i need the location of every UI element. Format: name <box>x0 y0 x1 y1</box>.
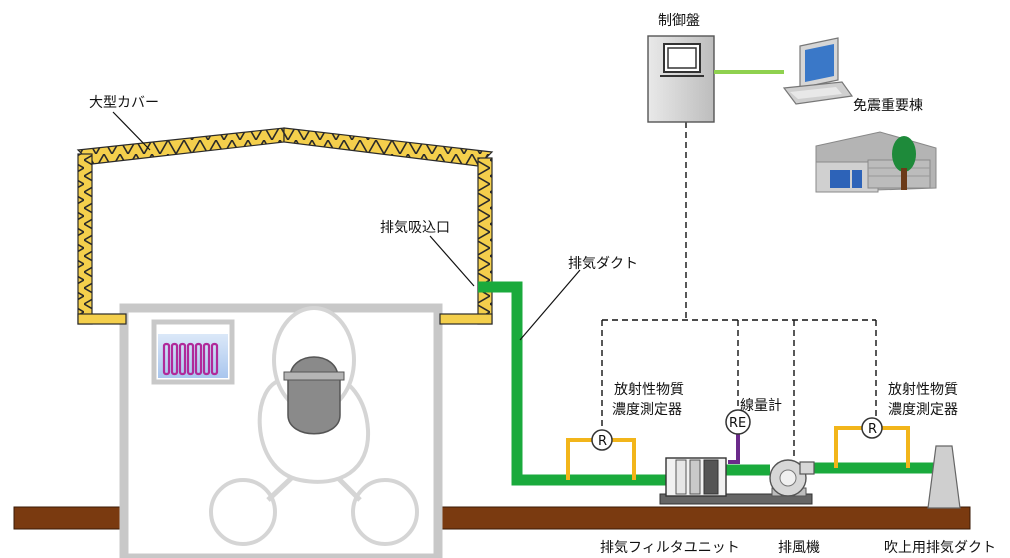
control-panel-label: 制御盤 <box>658 13 700 29</box>
fan-label: 排風機 <box>778 540 820 556</box>
seismic-building-label: 免震重要棟 <box>853 98 923 114</box>
cover-label: 大型カバー <box>89 95 159 111</box>
filter-unit-label: 排気フィルタユニット <box>600 540 740 556</box>
exhaust-fan <box>769 459 815 497</box>
radioactivity-monitor-right <box>834 417 910 468</box>
exhaust-duct <box>478 281 938 486</box>
stack-duct-label: 吹上用排気ダクト <box>884 540 996 556</box>
sensor-r-right: R <box>868 422 877 437</box>
computer-monitor-icon <box>782 37 854 105</box>
seismic-isolated-building-icon <box>815 131 937 193</box>
rad-monitor-left-label-1: 放射性物質 <box>614 382 684 398</box>
spent-fuel-pool <box>151 319 235 385</box>
dosimeter <box>725 409 751 464</box>
stack-duct <box>927 445 961 509</box>
fuel-rods <box>162 342 219 376</box>
control-panel <box>647 35 715 123</box>
exhaust-filter-unit <box>659 457 813 505</box>
intake-label: 排気吸込口 <box>380 220 450 236</box>
reactor-pressure-vessel <box>283 356 345 435</box>
duct-label: 排気ダクト <box>568 256 638 272</box>
ground <box>13 506 971 530</box>
sensor-r-left: R <box>598 434 607 449</box>
large-cover <box>76 127 494 325</box>
radioactivity-monitor-left <box>566 429 636 480</box>
sensor-re: RE <box>729 416 746 431</box>
reactor-building <box>119 303 443 558</box>
rad-monitor-left-label-2: 濃度測定器 <box>612 402 682 418</box>
rad-monitor-right-label-2: 濃度測定器 <box>888 402 958 418</box>
dosimeter-label: 線量計 <box>740 398 782 414</box>
leader-lines <box>112 111 581 341</box>
signal-lines <box>601 122 877 458</box>
rad-monitor-right-label-1: 放射性物質 <box>888 382 958 398</box>
